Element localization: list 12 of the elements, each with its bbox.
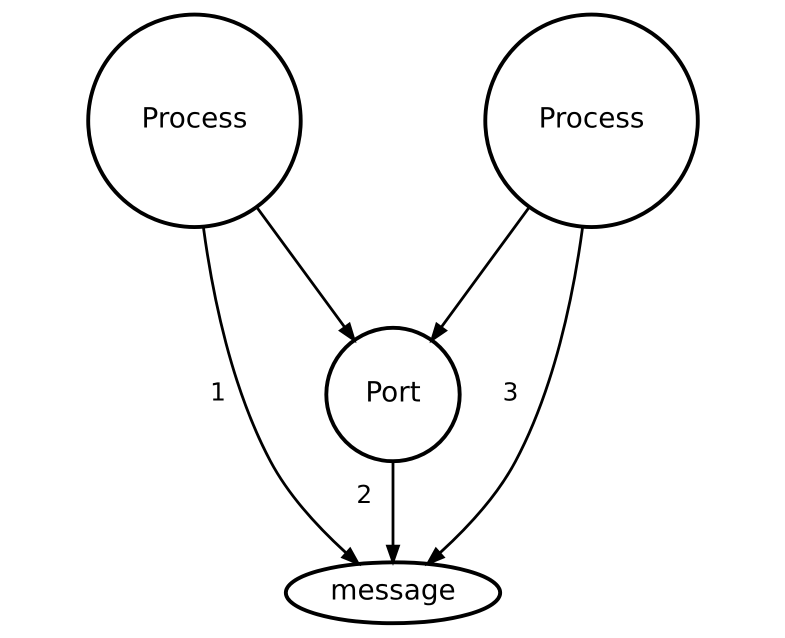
edge-label: 2 <box>356 480 372 510</box>
edge-label: 3 <box>502 377 518 406</box>
arrow <box>424 227 584 566</box>
arrow <box>255 206 356 344</box>
node-circle: Process <box>482 12 700 229</box>
arrow <box>428 206 530 344</box>
arrow <box>202 227 361 566</box>
node-circle: Process <box>86 12 302 229</box>
node-ellipse: message <box>283 560 502 626</box>
arrow <box>385 462 400 566</box>
node-circle: Port <box>324 326 462 464</box>
edge-label: 1 <box>210 377 226 406</box>
